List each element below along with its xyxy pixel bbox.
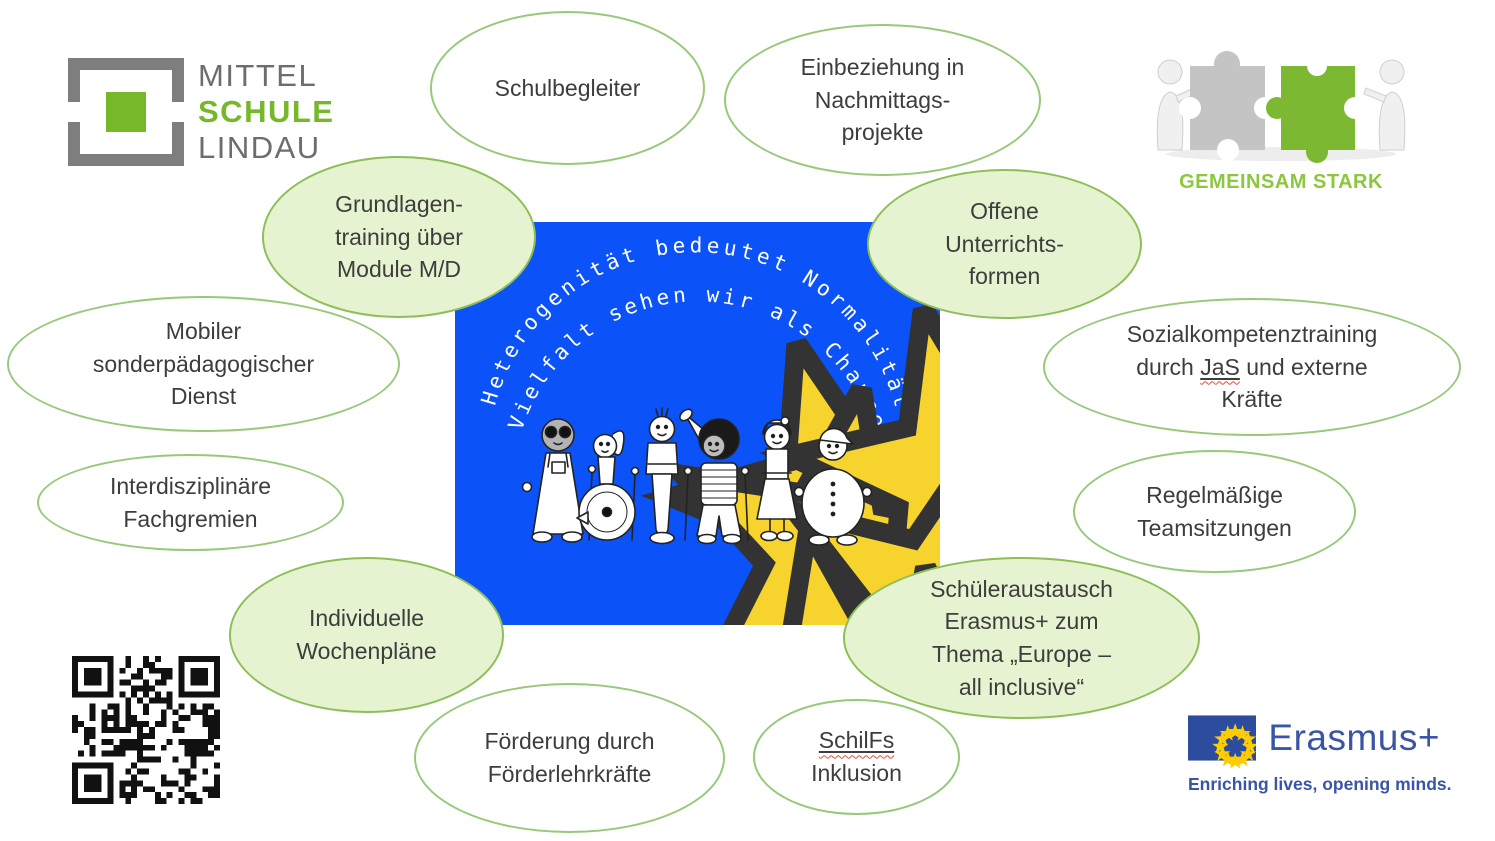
bubble-schulbegleiter: Schulbegleiter bbox=[430, 11, 705, 165]
bubble-sozialkompetenztraining: Sozialkompetenztraining durch JaS und ex… bbox=[1043, 298, 1461, 436]
puzzle-icon bbox=[1156, 51, 1406, 163]
bubble-mobiler-dienst: Mobiler sonderpädagogischer Dienst bbox=[7, 296, 400, 432]
puzzle-caption: GEMEINSAM STARK bbox=[1179, 171, 1383, 193]
bubble-einbeziehung: Einbeziehung in Nachmittags- projekte bbox=[724, 24, 1041, 176]
erasmus-brand: Erasmus+ bbox=[1268, 717, 1440, 758]
bubble-grundlagentraining: Grundlagen- training über Module M/D bbox=[262, 156, 536, 318]
inclusion-illustration-svg: Heterogenität bedeutet Normalität Vielfa… bbox=[477, 233, 940, 625]
gemeinsam-stark-graphic: GEMEINSAM STARK bbox=[1150, 36, 1412, 194]
bubble-interdisziplinaere-fachgremien: Interdisziplinäre Fachgremien bbox=[37, 454, 344, 551]
figure-skirt-person bbox=[756, 416, 798, 542]
figure-wheelchair-user bbox=[576, 430, 636, 541]
erasmus-logo: Erasmus+ Enriching lives, opening minds. bbox=[1188, 706, 1452, 795]
qr-code-svg bbox=[71, 655, 221, 805]
school-logo-line2: SCHULE bbox=[198, 94, 335, 129]
figure-tall-person bbox=[645, 407, 679, 545]
erasmus-tagline: Enriching lives, opening minds. bbox=[1188, 774, 1452, 794]
figure-blind-person bbox=[521, 418, 584, 543]
school-logo-text: MITTEL SCHULE LINDAU bbox=[198, 58, 334, 166]
school-logo: MITTEL SCHULE LINDAU bbox=[68, 58, 334, 166]
figure-hearing-aid-person bbox=[679, 408, 742, 545]
qr-code bbox=[66, 650, 226, 810]
bubble-foerderlehrkraefte: Förderung durch Förderlehrkräfte bbox=[414, 683, 725, 833]
spellcheck-underline: SchilFs bbox=[818, 727, 895, 754]
eu-flag-icon bbox=[1188, 715, 1257, 770]
bubble-offene-unterrichtsformen: Offene Unterrichts- formen bbox=[867, 169, 1142, 319]
figure-round-person bbox=[793, 427, 873, 546]
bubble-teamsitzungen: Regelmäßige Teamsitzungen bbox=[1073, 450, 1356, 573]
bubble-schilfs-inklusion: SchilFs Inklusion bbox=[753, 699, 960, 815]
spellcheck-underline: JaS bbox=[1200, 353, 1240, 380]
school-logo-line3: LINDAU bbox=[198, 130, 321, 165]
bubble-wochenplaene: Individuelle Wochenpläne bbox=[229, 557, 504, 713]
bubble-schueleraustausch: Schüleraustausch Erasmus+ zum Thema „Eur… bbox=[843, 557, 1200, 719]
figures bbox=[521, 407, 873, 546]
inclusion-illustration: Heterogenität bedeutet Normalität Vielfa… bbox=[455, 222, 940, 625]
school-logo-icon bbox=[68, 58, 184, 166]
school-logo-line1: MITTEL bbox=[198, 58, 318, 93]
